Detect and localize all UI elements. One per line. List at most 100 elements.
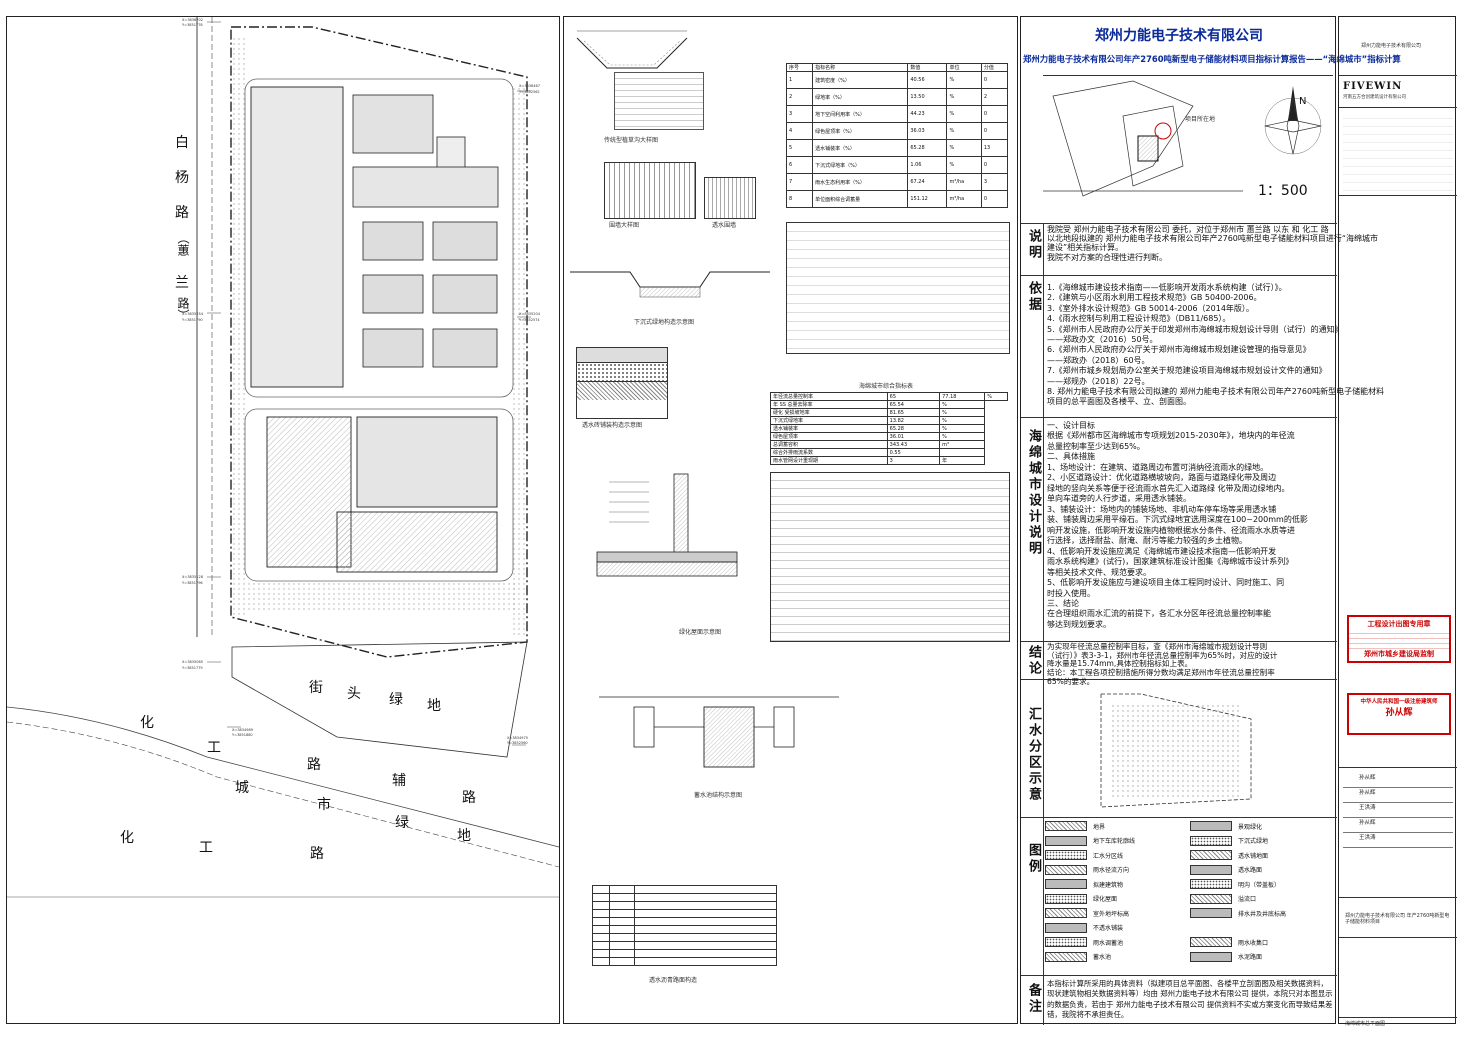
text-line: 6.《郑州市人民政府办公厅关于郑州市海绵城市规划建设管理的指导意见》: [1047, 345, 1311, 355]
legend-swatch: [1045, 879, 1087, 890]
legend-swatch: [1190, 893, 1232, 904]
table-cell: 13.50: [907, 88, 948, 106]
storage-tank-detail: [599, 696, 839, 768]
section-divider: [1021, 275, 1337, 276]
text-line: 4.《雨水控制与利用工程设计规范》（DB11/685）。: [1047, 314, 1231, 324]
text-line: 3.《室外排水设计规范》GB 50014-2006（2014年版）。: [1047, 303, 1254, 313]
legend-label: 雨水收集口: [1238, 939, 1269, 947]
section-divider: [1021, 223, 1337, 224]
legend-label: 雨水径流方向: [1093, 867, 1130, 875]
legend-swatch: [1190, 864, 1232, 875]
text-line: 绿地的竖向关系等便于径流雨水首先汇入道路绿 化带及周边绿地内。: [1047, 483, 1290, 493]
stamp-footer: 郑州市城乡建设局监制: [1364, 650, 1434, 658]
section-title: 结论: [1026, 645, 1041, 677]
legend-label: 水泥路面: [1238, 954, 1263, 962]
strip-divider: [1339, 107, 1457, 108]
text-line: 够达到规划要求。: [1047, 619, 1111, 629]
table-cell: %: [946, 88, 982, 106]
text-line: 现状建筑物相关数据资料等）均由 郑州力能电子技术有限公司 提供，本院只对本图显示: [1047, 989, 1333, 999]
legend-swatch: [1045, 922, 1087, 933]
detail-title: 透水沥青路面构造: [649, 977, 698, 984]
text-line: 65%的要求。: [1047, 676, 1095, 686]
legend-label: 地界: [1093, 823, 1106, 831]
grass-swale-detail: [576, 30, 688, 69]
table-cell: 1: [785, 71, 814, 89]
table-cell: 67.24: [907, 173, 948, 191]
text-line: 1.《海绵城市建设技术指南——低影响开发雨水系统构建（试行）》。: [1047, 283, 1287, 292]
text-line: 二、具体措施: [1047, 452, 1095, 462]
section-divider: [1021, 817, 1337, 818]
text-line: 3、铺装设计：场地内的铺装场地、非机动车停车场等采用透水铺: [1047, 504, 1277, 514]
signature-block: 孙从辉孙从辉王洪涛孙从辉王洪涛: [1343, 773, 1453, 848]
table-cell: %: [946, 156, 982, 174]
table-cell: 0: [980, 105, 1009, 123]
legend-row: 拟建建筑物明沟（带盖板）: [1045, 877, 1335, 892]
text-line: 8. 郑州力能电子技术有限公司拟建的 郑州力能电子技术有限公司年产2760吨新型…: [1047, 386, 1385, 396]
legend-swatch: [1190, 924, 1230, 932]
section-title: 依据: [1026, 281, 1041, 313]
detail-title: 透水围墙: [712, 222, 737, 229]
table-cell: 7: [785, 173, 814, 191]
detail-title: 绿化屋面示意图: [679, 629, 722, 636]
legend-label: 溢流口: [1238, 896, 1257, 904]
calc-table: [770, 472, 1010, 642]
table-cell: %: [946, 122, 982, 140]
table-cell: 13.82: [886, 416, 941, 425]
table-cell: 总调蓄容积: [770, 440, 888, 449]
table-cell: 综合外排雨流系数: [770, 448, 888, 457]
legend-row: 地界景观绿化: [1045, 819, 1335, 834]
table-cell: %: [939, 408, 986, 417]
location-map: 项目所在地 N 1：500: [1043, 75, 1333, 224]
text-line: 行选择，选择耐盐、耐淹、耐污等能力较强的乡土植物。: [1047, 536, 1247, 546]
text-line: 的数据负责，若由于 郑州力能电子技术有限公司 提供资料不实或方案变化而导致结果差: [1047, 999, 1333, 1009]
haimian-text: 一、设计目标根据《郑州都市区海绵城市专项规划2015-2030年》，地块内的年径…: [1047, 421, 1335, 630]
svg-text:Y=3851796: Y=3851796: [182, 581, 203, 585]
road-label: 路: [175, 205, 189, 221]
text-line: 等相关技术文件、规范要求。: [1047, 567, 1151, 577]
svg-text:Y=3852562: Y=3852562: [519, 90, 540, 94]
legend-row: 蓄水池 水泥路面: [1045, 950, 1335, 965]
road-label: 兰: [175, 275, 189, 291]
table-cell: 151.12: [907, 190, 948, 208]
signature-row: 王洪涛: [1343, 833, 1453, 848]
table-cell: 年 SS 总量去除率: [770, 400, 888, 409]
institute-name: 河南五方合创建筑设计有限公司: [1343, 95, 1406, 100]
table-cell: 44.23: [907, 105, 948, 123]
jielun-text: 为实现年径流总量控制率目标，查《郑州市海绵城市规划设计导则（试行）》表3-3-1…: [1047, 642, 1335, 687]
text-line: ——郑政办文（2016）50号。: [1047, 334, 1158, 344]
legend-label: 雨水调蓄池: [1093, 939, 1124, 947]
table-cell: 65: [886, 392, 941, 401]
legend-label: 地下车库轮廓线: [1093, 838, 1136, 846]
fence-detail-2: [704, 177, 756, 219]
client-name: 郑州力能电子技术有限公司: [1361, 43, 1422, 49]
road-label: 工: [199, 840, 213, 856]
legend-label: 不透水铺装: [1093, 925, 1124, 933]
table-cell: 36.01: [886, 432, 941, 441]
legend-swatch: [1045, 893, 1087, 904]
legend-swatch: [1045, 951, 1087, 962]
indicator-notes: [786, 222, 1010, 354]
strip-divider: [1339, 195, 1457, 196]
table-cell: m³: [939, 440, 986, 449]
table-cell: m³/ha: [946, 190, 982, 208]
detail-title: 传统型植草沟大样图: [604, 137, 659, 144]
road-label: 路: [307, 757, 321, 773]
table-cell: 年: [939, 456, 986, 465]
table-cell: 2: [980, 88, 1009, 106]
detail-title: 围墙大样图: [609, 222, 640, 229]
detail-title: 透水砖铺装构造示意图: [582, 422, 643, 429]
text-line: 为实现年径流总量控制率目标，查《郑州市海绵城市规划设计导则: [1047, 642, 1268, 651]
svg-text:Y=3852560: Y=3852560: [507, 741, 528, 745]
text-line: 响开发设施，低影响开发设施内植物根据水分条件、径流雨水水质等进: [1047, 525, 1295, 535]
signature-row: 王洪涛: [1343, 803, 1453, 818]
legend-label: 拟建建筑物: [1093, 881, 1124, 889]
signature-row: 孙从辉: [1343, 788, 1453, 803]
svg-text:X=3836702: X=3836702: [182, 18, 203, 22]
table-cell: 5: [785, 139, 814, 157]
header-cell: 数值: [907, 63, 948, 72]
legend-label: 蓄水池: [1093, 954, 1112, 962]
